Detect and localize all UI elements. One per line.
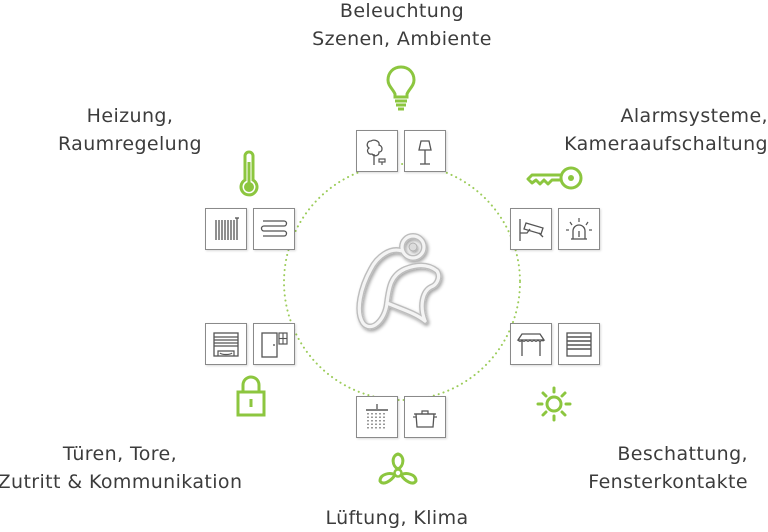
tree-lamp-icon [366, 139, 386, 165]
thermometer-icon [239, 150, 259, 197]
label-shading: Beschattung, Fensterkontakte [588, 443, 748, 493]
ceiling-vent-icon [366, 404, 388, 429]
cooking-pot-icon [413, 410, 437, 428]
floor-heating-icon [260, 220, 288, 237]
fan-icon [378, 452, 418, 485]
radiator-box [205, 208, 247, 250]
label-alarm: Alarmsysteme, Kameraaufschaltung [564, 105, 768, 155]
door-intercom-icon [261, 332, 288, 358]
garden-lighting-box [356, 130, 398, 172]
blinds-box [558, 323, 600, 365]
awning-box [510, 323, 552, 365]
garage-door-box [205, 323, 247, 365]
label-ventilation: Lüftung, Klima [325, 507, 469, 529]
shower-box [356, 396, 398, 438]
key-icon [526, 166, 583, 190]
alarm-light-box [558, 208, 600, 250]
lamp-box [404, 130, 446, 172]
window-blinds-icon [566, 332, 592, 357]
sun-icon [536, 386, 572, 422]
label-heating: Heizung, Raumregelung [57, 105, 203, 155]
camera-box [510, 208, 552, 250]
floor-heating-box [253, 208, 295, 250]
awning-icon [516, 333, 546, 356]
entrance-door-box [253, 323, 295, 365]
security-camera-icon [519, 219, 544, 241]
floor-lamp-icon [418, 140, 432, 165]
label-lighting: Beleuchtung Szenen, Ambiente [312, 0, 492, 50]
padlock-icon [236, 375, 266, 417]
cooking-pot-box [404, 396, 446, 438]
garage-door-icon [213, 332, 239, 357]
siren-icon [566, 218, 592, 240]
lightbulb-icon [386, 65, 416, 111]
label-doors: Türen, Tore, Zutritt & Kommunikation [0, 443, 243, 493]
radiator-icon [215, 217, 239, 240]
center-logo-icon [356, 233, 442, 330]
